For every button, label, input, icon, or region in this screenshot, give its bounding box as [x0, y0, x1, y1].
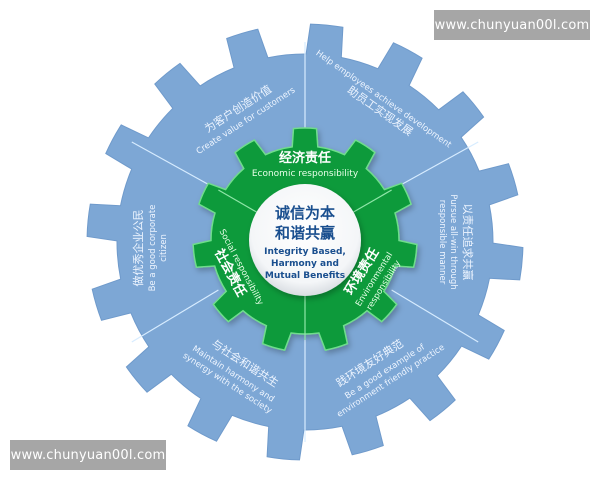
watermark-top: www.chunyuan00l.com: [434, 10, 590, 40]
watermark-bottom: www.chunyuan00l.com: [10, 440, 166, 470]
inner-divider-line: [218, 189, 257, 213]
citizen-cn: 做优秀企业公民: [131, 210, 145, 287]
outer-sector-citizen: 做优秀企业公民 Be a good corporate citizen: [131, 205, 169, 292]
all-win-en-line2: responsible manner: [437, 200, 447, 285]
all-win-en-line1: Pursue all-win through: [448, 194, 458, 289]
inner-divider-line: [353, 189, 392, 213]
all-win-cn: 以责任追求共赢: [461, 204, 475, 281]
center-en-line1: Integrity Based,: [264, 247, 346, 257]
outer-divider-line: [391, 141, 479, 191]
economic-en: Economic responsibility: [252, 169, 359, 179]
outer-divider-line: [131, 141, 219, 191]
citizen-en-line1: Be a good corporate: [148, 205, 158, 292]
center-en-line2: Harmony and: [271, 259, 339, 269]
outer-divider-line: [391, 289, 479, 343]
economic-cn: 经济责任: [279, 150, 331, 166]
inner-sector-dividers: [218, 189, 392, 340]
center-en-line3: Mutual Benefits: [265, 271, 345, 281]
center-label: 诚信为本 和谐共赢 Integrity Based, Harmony and M…: [264, 204, 346, 281]
center-cn-line2: 和谐共赢: [275, 224, 335, 242]
inner-sector-economic: 经济责任 Economic responsibility: [252, 150, 359, 179]
citizen-en-line2: citizen: [159, 234, 169, 262]
outer-sector-dividers: [131, 42, 479, 442]
outer-divider-line: [131, 289, 219, 343]
outer-sector-all-win: 以责任追求共赢 Pursue all-win through responsib…: [437, 194, 475, 289]
center-circle: [249, 184, 361, 296]
center-cn-line1: 诚信为本: [275, 204, 335, 222]
